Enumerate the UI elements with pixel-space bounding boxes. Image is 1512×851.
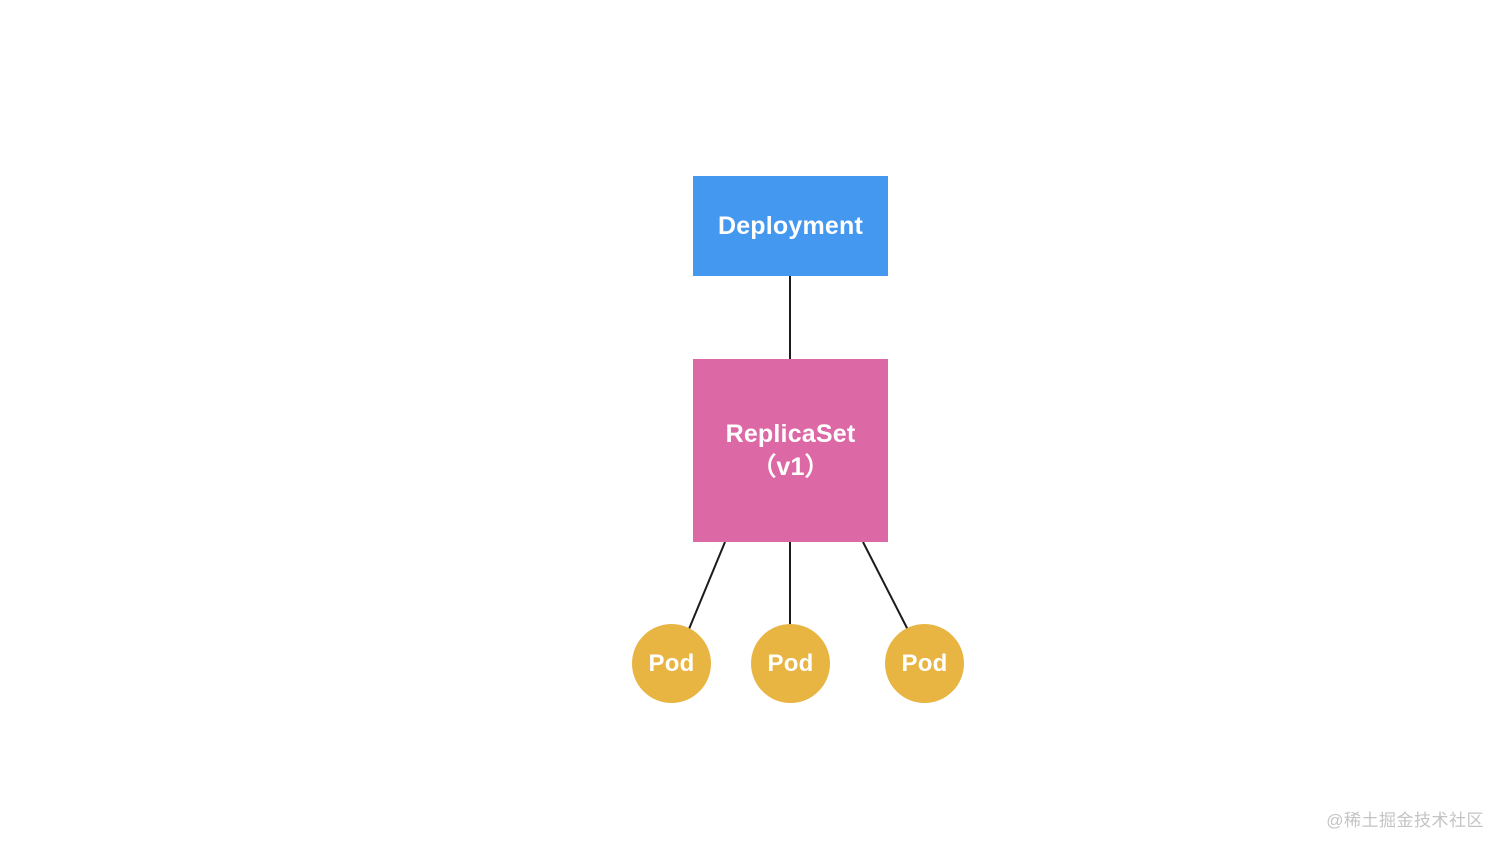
- deployment-label: Deployment: [717, 211, 864, 240]
- replicaset-node: ReplicaSet （v1）: [693, 359, 888, 542]
- connector-replicaset-pod-3: [862, 541, 909, 631]
- pod-node-3: Pod: [885, 624, 964, 703]
- deployment-node: Deployment: [693, 176, 888, 276]
- pod-node-1: Pod: [632, 624, 711, 703]
- connector-replicaset-pod-1: [688, 541, 726, 630]
- pod-1-label: Pod: [648, 649, 695, 677]
- pod-node-2: Pod: [751, 624, 830, 703]
- replicaset-label: ReplicaSet: [725, 419, 856, 448]
- pod-3-label: Pod: [901, 649, 948, 677]
- watermark: @稀土掘金技术社区: [1326, 811, 1484, 830]
- replicaset-version-label: （v1）: [751, 452, 830, 481]
- pod-2-label: Pod: [767, 649, 814, 677]
